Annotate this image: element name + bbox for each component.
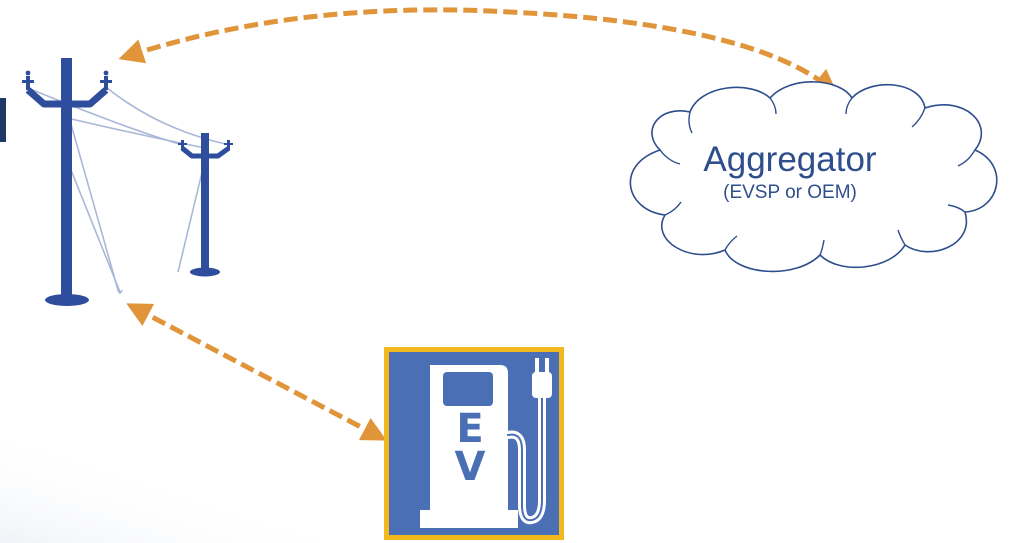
aggregator-title: Aggregator: [703, 140, 877, 179]
grid-ev-arrow: [126, 303, 387, 441]
ev-letter-v: V: [454, 444, 486, 490]
ev-letter-e: E: [456, 406, 484, 452]
grid-aggregator-arrow: [118, 7, 838, 95]
utility-pole-icon: [178, 133, 233, 277]
pump-screen: [443, 372, 493, 406]
plug-icon: [532, 358, 552, 398]
pump-base: [420, 510, 518, 528]
power-wires: [27, 87, 231, 294]
ev-label: E V: [448, 406, 492, 490]
slide-edge-bar: [0, 98, 6, 142]
aggregator-label: Aggregator (EVSP or OEM): [640, 140, 940, 206]
utility-pole-icon: [22, 58, 112, 306]
aggregator-subtitle: (EVSP or OEM): [723, 182, 857, 203]
